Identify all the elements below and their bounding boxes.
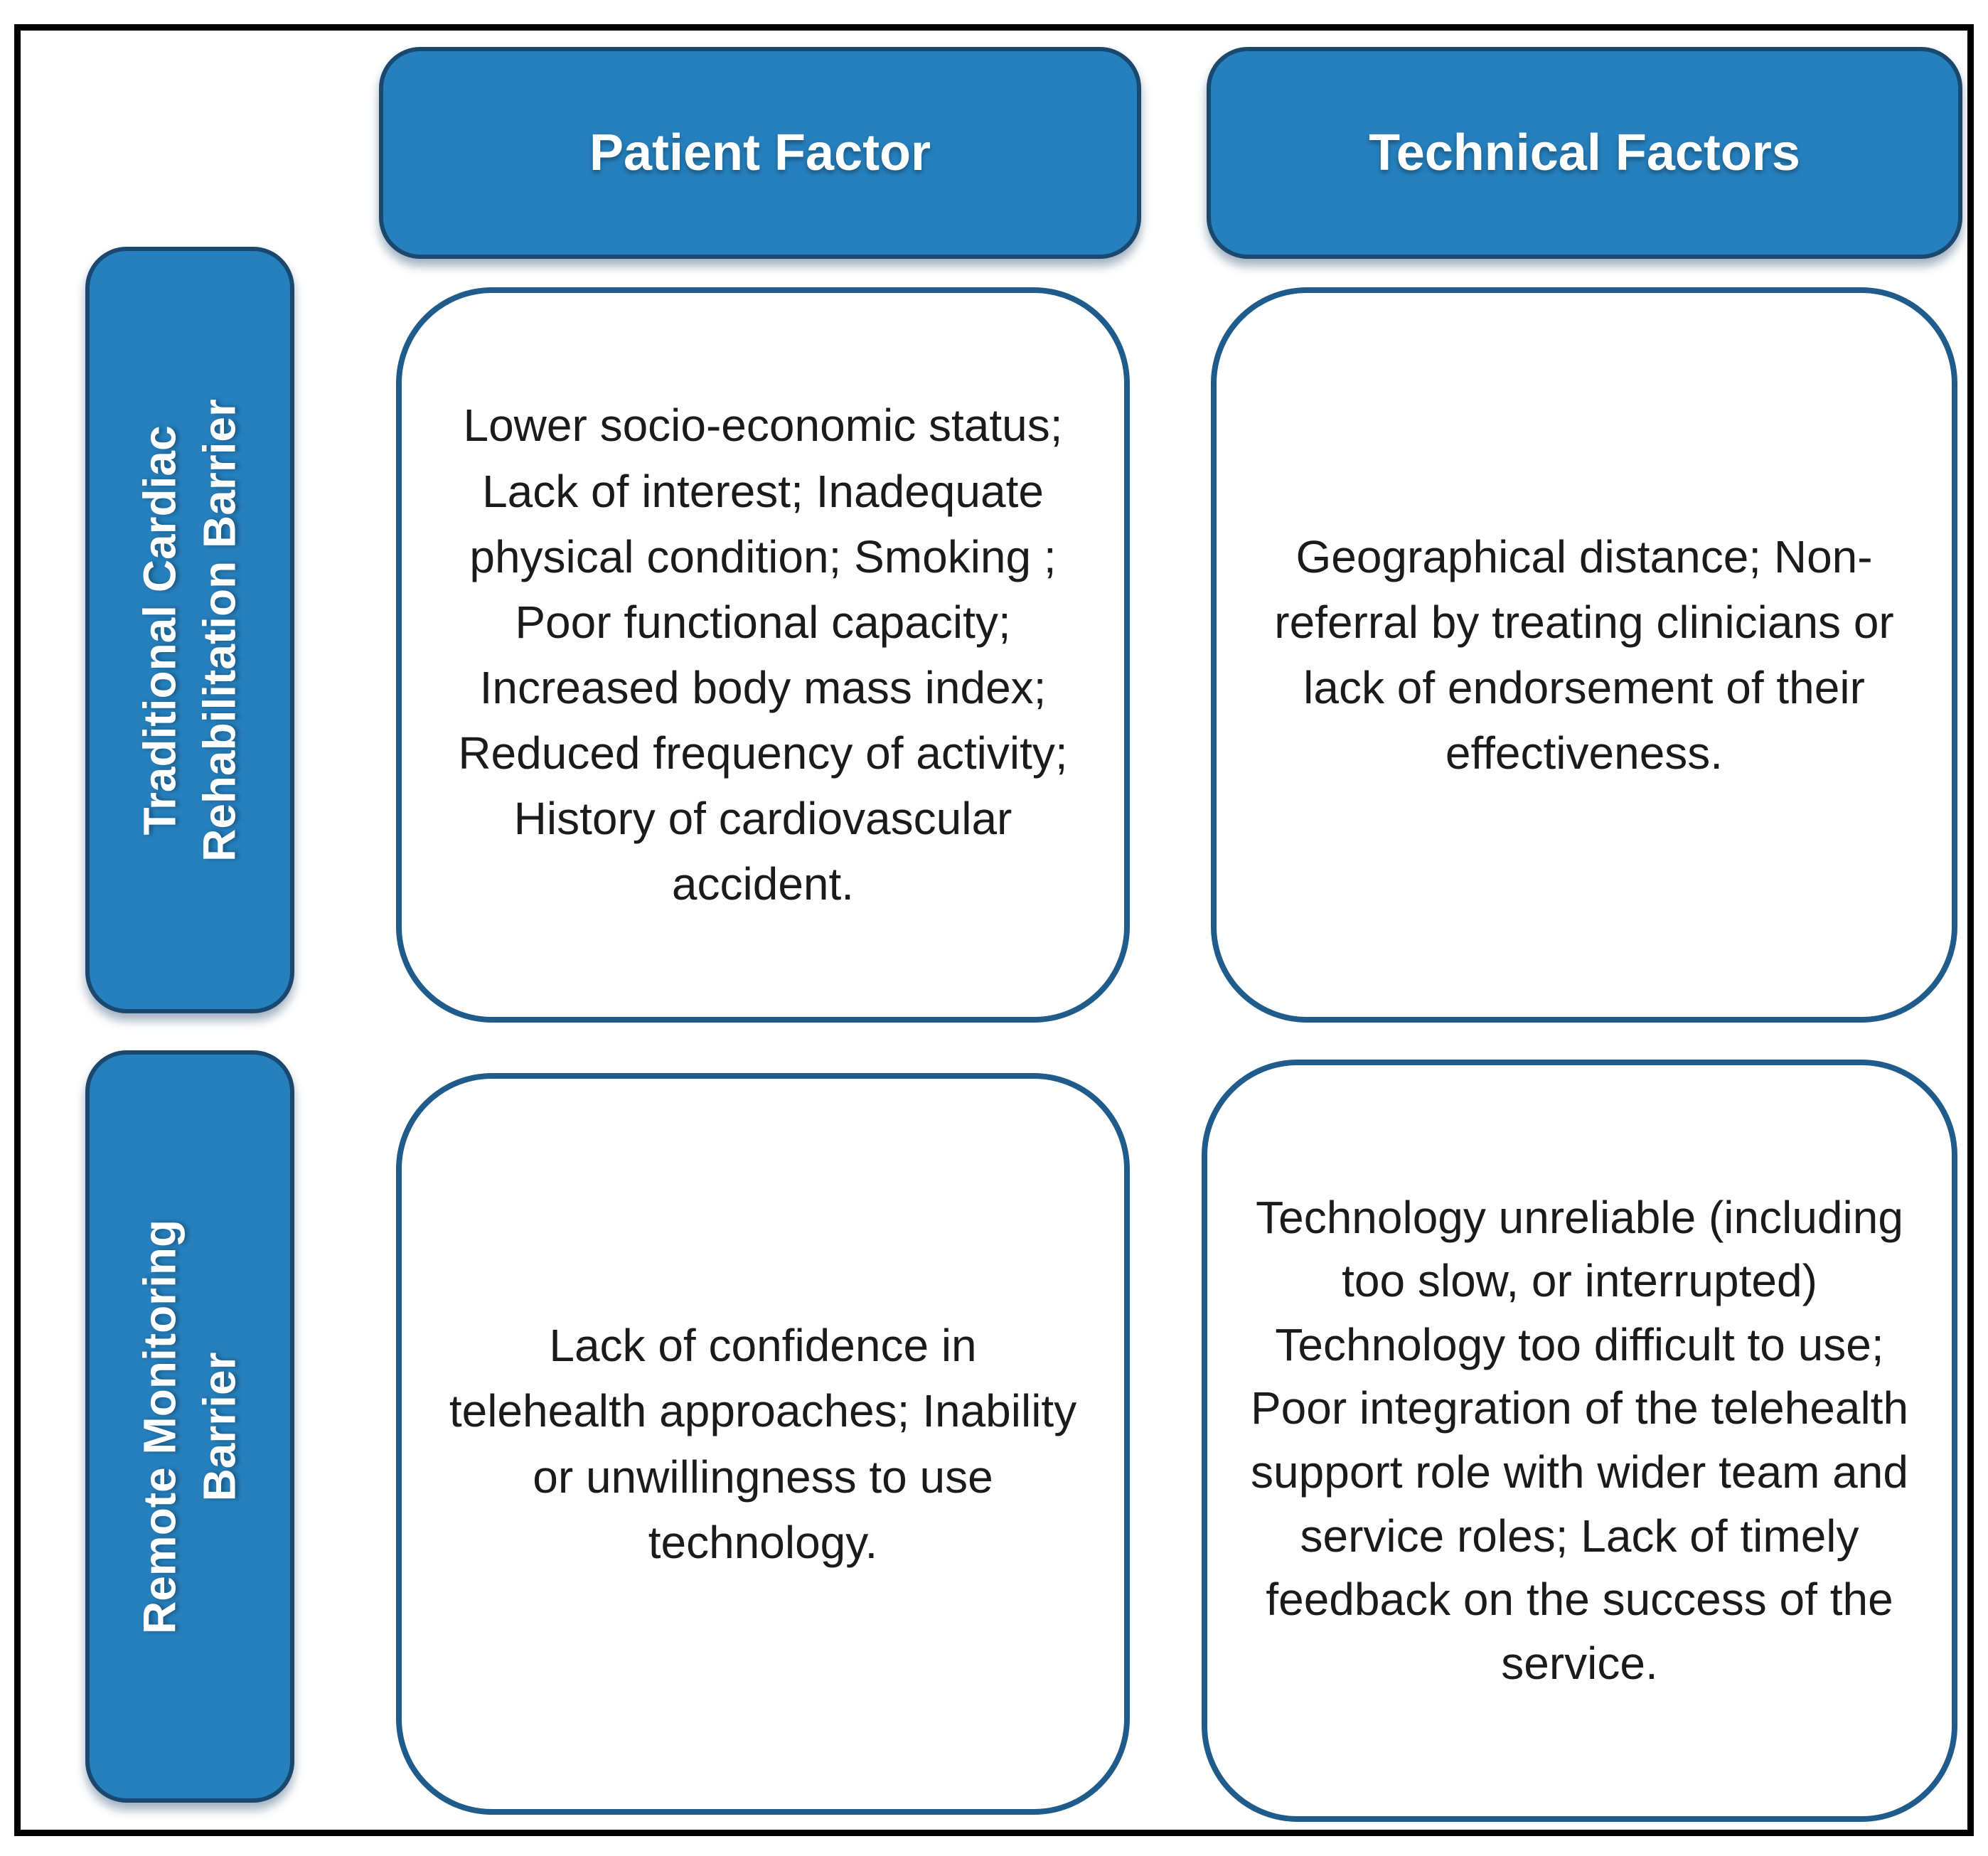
row-header-traditional-cardiac-rehabilitation-barrier: Traditional Cardiac Rehabilitation Barri… xyxy=(85,247,294,1013)
cell-traditional-technical-factor: Geographical distance; Non-referral by t… xyxy=(1211,287,1957,1023)
cell-remote-technical-text: Technology unreliable (including too slo… xyxy=(1250,1191,1909,1689)
cell-traditional-patient-text: Lower socio-economic status; Lack of int… xyxy=(458,400,1068,910)
row-header-remote-monitoring-barrier: Remote Monitoring Barrier xyxy=(85,1050,294,1803)
column-header-patient-factor-label: Patient Factor xyxy=(589,124,931,181)
cell-remote-patient-text: Lack of confidence in telehealth approac… xyxy=(449,1320,1077,1568)
figure-frame xyxy=(14,24,1974,1836)
column-header-technical-factors: Technical Factors xyxy=(1207,47,1962,259)
row-header-remote-label: Remote Monitoring Barrier xyxy=(134,1219,245,1634)
column-header-patient-factor: Patient Factor xyxy=(379,47,1141,259)
cell-remote-technical-factor: Technology unreliable (including too slo… xyxy=(1202,1060,1957,1822)
column-header-technical-factors-label: Technical Factors xyxy=(1369,124,1800,181)
cell-remote-patient-factor: Lack of confidence in telehealth approac… xyxy=(396,1073,1130,1815)
row-header-traditional-label: Traditional Cardiac Rehabilitation Barri… xyxy=(134,398,245,862)
cell-traditional-patient-factor: Lower socio-economic status; Lack of int… xyxy=(396,287,1130,1023)
cell-traditional-technical-text: Geographical distance; Non-referral by t… xyxy=(1274,530,1894,779)
